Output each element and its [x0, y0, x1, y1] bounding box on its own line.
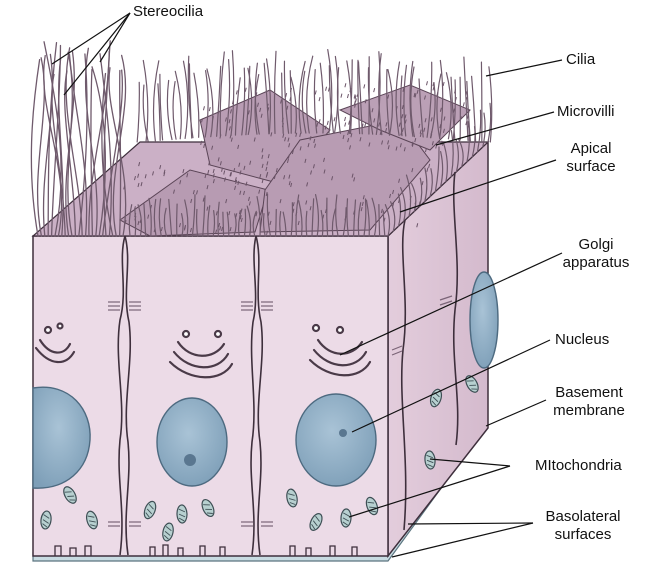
label-basement-line1: Basement: [548, 384, 630, 402]
label-golgi-line2: apparatus: [560, 254, 632, 272]
label-basement-membrane: Basement membrane: [548, 384, 630, 420]
label-nucleus: Nucleus: [555, 331, 609, 349]
label-mitochondria: MItochondria: [535, 457, 622, 475]
label-basement-line2: membrane: [548, 402, 630, 420]
label-apical-line1: Apical: [559, 140, 623, 158]
label-stereocilia: Stereocilia: [133, 3, 203, 21]
label-basolateral-line1: Basolateral: [536, 508, 630, 526]
label-golgi-line1: Golgi: [560, 236, 632, 254]
label-apical-line2: surface: [559, 158, 623, 176]
label-golgi-apparatus: Golgi apparatus: [560, 236, 632, 272]
label-cilia: Cilia: [566, 51, 595, 69]
label-basolateral-line2: surfaces: [536, 526, 630, 544]
label-basolateral-surfaces: Basolateral surfaces: [536, 508, 630, 544]
label-apical-surface: Apical surface: [559, 140, 623, 176]
label-microvilli: Microvilli: [557, 103, 615, 121]
